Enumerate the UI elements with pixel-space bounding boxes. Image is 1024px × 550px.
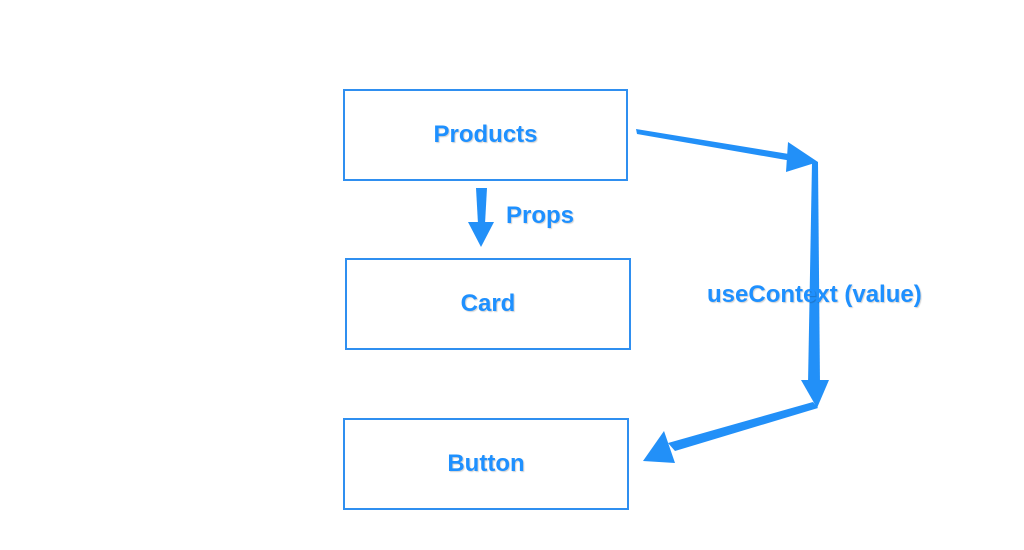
button-label: Button xyxy=(447,450,525,477)
card-label: Card xyxy=(460,290,516,317)
props-arrow-shaft xyxy=(476,188,487,224)
props-edge-label: Props xyxy=(506,202,575,229)
context-arrow-head-1 xyxy=(786,142,818,172)
context-arrow-head-3 xyxy=(643,431,675,463)
context-arrow-segment-2 xyxy=(808,162,820,384)
products-label: Products xyxy=(433,121,538,148)
context-edge-label: useContext (value) xyxy=(707,281,922,308)
context-arrow-segment-3 xyxy=(668,402,818,451)
products-node: Products xyxy=(343,89,628,181)
context-arrow-head-2 xyxy=(801,380,829,408)
props-arrow-head xyxy=(468,222,494,247)
button-node: Button xyxy=(343,418,629,510)
card-node: Card xyxy=(345,258,631,350)
context-arrow-segment-1 xyxy=(636,129,795,161)
